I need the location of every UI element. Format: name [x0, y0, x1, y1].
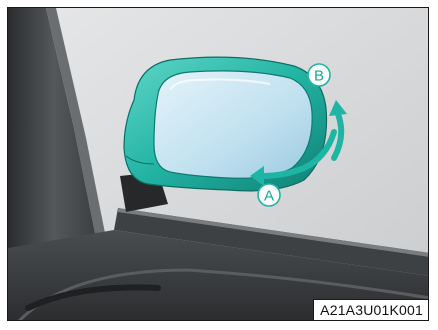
- figure-code: A21A3U01K001: [313, 299, 428, 320]
- callout-b: B: [308, 64, 330, 86]
- mirror-glass[interactable]: [154, 71, 312, 178]
- callout-a: A: [258, 184, 280, 206]
- illustration-frame: B A A21A3U01K001: [7, 7, 429, 321]
- mirror-adjustment-illustration: B A: [8, 8, 429, 321]
- callout-b-letter: B: [314, 68, 324, 85]
- callout-a-letter: A: [264, 188, 274, 205]
